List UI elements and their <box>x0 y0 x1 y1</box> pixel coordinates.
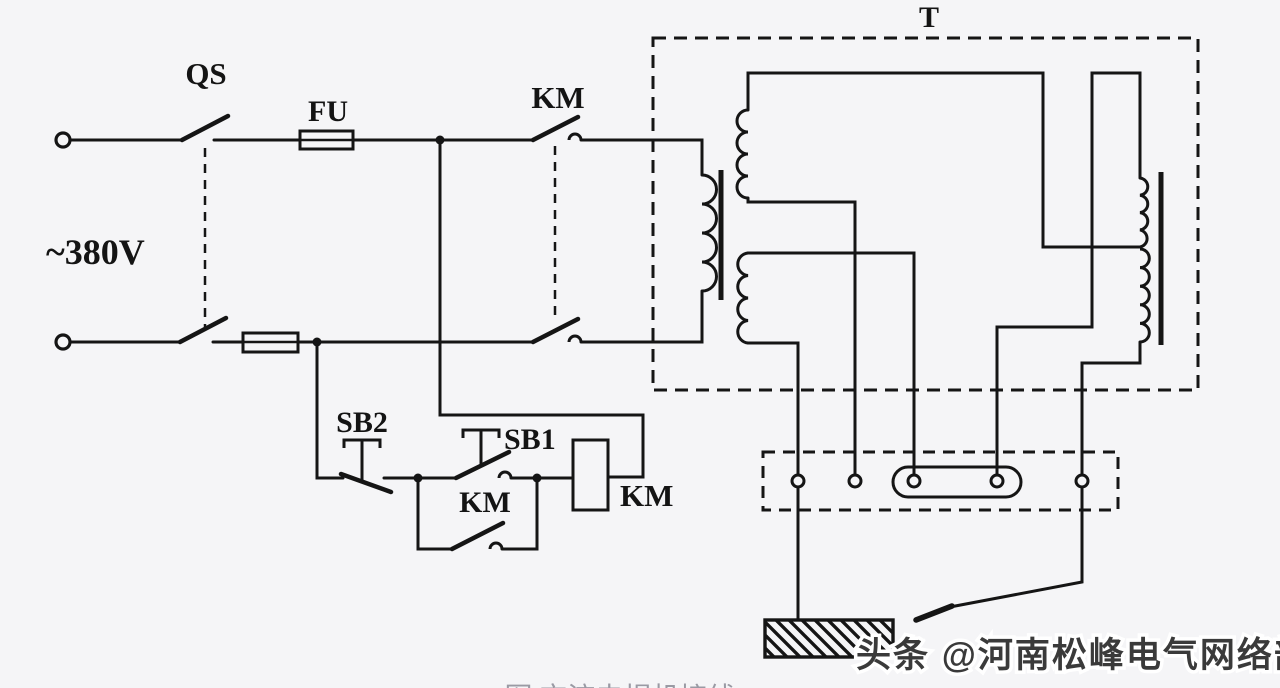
km-aux-label: KM <box>459 486 511 519</box>
fuses <box>241 129 355 354</box>
junction-aux-right <box>532 473 542 483</box>
secondary-winding-lower <box>736 251 749 345</box>
junction-dots <box>312 135 542 483</box>
sb2-actuator <box>342 438 382 480</box>
km-main-contact-top <box>567 132 583 141</box>
transformer-enclosure <box>651 36 1200 392</box>
wire-reactor-top <box>995 71 1142 477</box>
km-aux-blade <box>449 520 506 552</box>
power-wiring <box>68 138 704 344</box>
terminal-strip <box>790 465 1090 499</box>
reactor-winding-lower <box>1139 247 1151 344</box>
sb1-fixed-contact <box>497 470 513 479</box>
wire-sec-upper-bottom <box>746 196 857 477</box>
wire-aux-left <box>416 476 454 551</box>
transformer-label: T <box>919 1 939 34</box>
sb2-stop-button <box>338 438 394 495</box>
voltage-label: ~380V <box>46 232 145 272</box>
km-main-blade-top <box>530 114 581 143</box>
sb2-label: SB2 <box>336 406 388 439</box>
junction-aux-left <box>413 473 423 483</box>
km-aux-contact <box>449 520 506 552</box>
terminal-1 <box>790 473 806 489</box>
wire-sec-upper-top <box>746 71 1142 249</box>
km-main-contacts <box>530 114 583 345</box>
wire-control-bottom <box>315 340 345 480</box>
km-coil-label: KM <box>620 478 673 513</box>
secondary-wiring <box>746 71 1142 477</box>
electrode-stick <box>913 603 955 623</box>
terminal-shorting-link <box>891 465 1023 499</box>
terminal-strip-box <box>761 450 1120 512</box>
km-coil-body <box>571 438 610 512</box>
km-main-blade-bottom <box>530 316 581 345</box>
wire-top-to-primary <box>579 138 704 177</box>
fu-label: FU <box>308 95 348 128</box>
terminal-5 <box>1074 473 1090 489</box>
qs-label: QS <box>185 56 226 91</box>
junction-bottom-line <box>312 337 322 347</box>
terminal-4 <box>989 473 1005 489</box>
wire-electrode-holder <box>949 487 1084 609</box>
qs-blade-top <box>179 113 231 143</box>
figure-caption-clipped: 图 交流电焊机接线 <box>504 682 735 688</box>
reactor-winding-upper <box>1139 176 1150 249</box>
wire-sec-lower-bottom <box>746 341 800 477</box>
sb1-actuator <box>461 428 501 465</box>
primary-winding <box>701 173 718 293</box>
sb1-label: SB1 <box>504 423 556 456</box>
sb1-start-button <box>453 428 513 481</box>
terminal-3 <box>906 473 922 489</box>
junction-top-line <box>435 135 445 145</box>
km-coil <box>571 438 610 512</box>
km-main-label: KM <box>531 80 584 115</box>
transformer-windings <box>701 108 1164 345</box>
qs-blade-bottom <box>177 315 229 345</box>
km-main-contact-bottom <box>567 334 583 343</box>
workpiece-plate <box>763 618 895 659</box>
watermark-text: 头条 @河南松峰电气网络部 <box>856 635 1280 675</box>
supply-terminal-bottom <box>54 333 72 351</box>
control-wiring <box>315 138 645 551</box>
supply-terminal-top <box>54 131 72 149</box>
sb2-blade <box>338 471 394 495</box>
wire-reactor-bottom <box>1080 340 1142 477</box>
terminal-2 <box>847 473 863 489</box>
wire-aux-right <box>500 476 539 551</box>
wire-sec-lower-top <box>746 251 916 477</box>
component-labels: QS FU KM T ~380V SB2 SB1 KM KM <box>46 1 939 519</box>
welding-output <box>763 487 1084 659</box>
wire-bottom-to-primary <box>579 289 704 344</box>
km-aux-fixed-contact <box>488 541 504 550</box>
qs-disconnect-switch <box>177 113 231 345</box>
wire-control-top <box>438 138 645 479</box>
supply-terminals <box>54 131 72 351</box>
secondary-winding-upper <box>735 108 749 200</box>
